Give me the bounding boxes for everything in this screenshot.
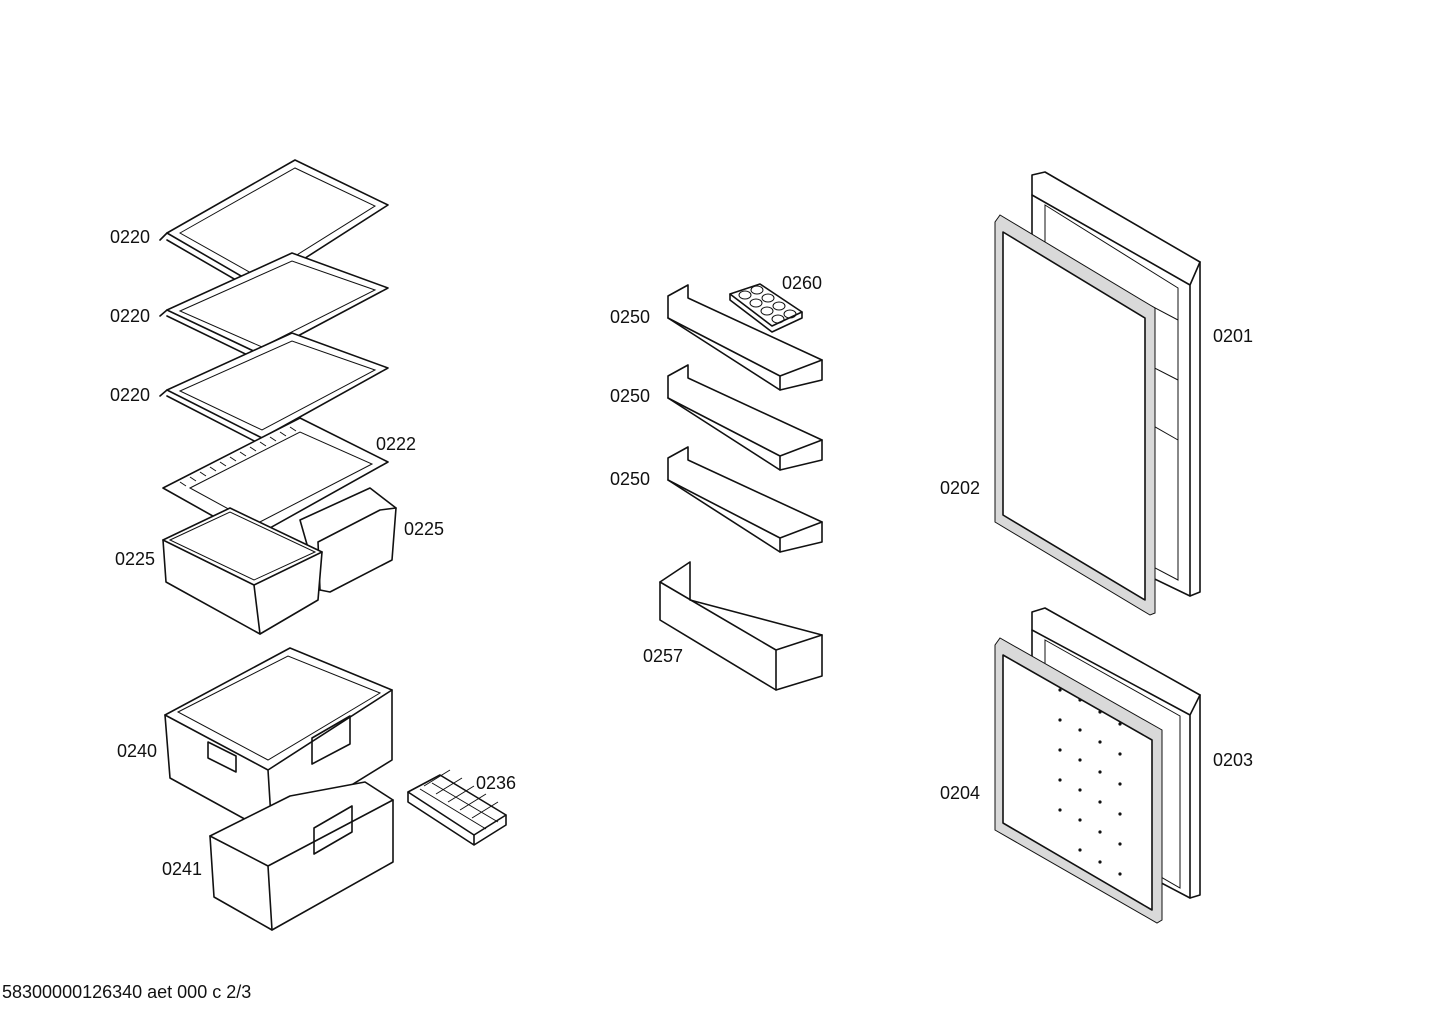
door-shelf-2 bbox=[667, 364, 823, 471]
label-crisper-right: 0225 bbox=[404, 519, 445, 539]
label-shelf-top: 0220 bbox=[110, 227, 151, 247]
drawing-reference-number: 58300000126340 aet 000 c 2/3 bbox=[2, 982, 252, 1002]
label-door-shelf-2: 0250 bbox=[610, 386, 651, 406]
freezer-dot-grid bbox=[1058, 688, 1122, 876]
label-fridge-gasket: 0202 bbox=[940, 478, 981, 498]
label-drawer-lower: 0241 bbox=[162, 859, 203, 879]
drawer-lower bbox=[209, 781, 394, 931]
label-fridge-door: 0201 bbox=[1213, 326, 1254, 346]
egg-tray bbox=[729, 283, 803, 333]
label-ice-tray: 0236 bbox=[476, 773, 517, 793]
label-door-shelf-3: 0250 bbox=[610, 469, 651, 489]
bottle-shelf bbox=[659, 561, 823, 691]
label-drawer-upper: 0240 bbox=[117, 741, 158, 761]
label-bottle-shelf: 0257 bbox=[643, 646, 684, 666]
freezer-door-gasket bbox=[994, 637, 1163, 924]
label-shelf-lower: 0220 bbox=[110, 385, 151, 405]
crisper-box-left bbox=[162, 507, 323, 635]
door-shelf-3 bbox=[667, 446, 823, 553]
door-shelf-1 bbox=[667, 284, 823, 391]
label-shelf-middle: 0220 bbox=[110, 306, 151, 326]
glass-shelf-lower bbox=[159, 332, 389, 446]
fridge-door-gasket bbox=[994, 214, 1156, 616]
label-freezer-gasket: 0204 bbox=[940, 783, 981, 803]
label-crisper-left: 0225 bbox=[115, 549, 156, 569]
ice-cube-tray bbox=[407, 769, 507, 846]
glass-shelf-middle bbox=[159, 252, 389, 363]
label-door-shelf-1: 0250 bbox=[610, 307, 651, 327]
label-crisper-cover: 0222 bbox=[376, 434, 417, 454]
label-egg-tray: 0260 bbox=[782, 273, 823, 293]
label-freezer-door: 0203 bbox=[1213, 750, 1254, 770]
